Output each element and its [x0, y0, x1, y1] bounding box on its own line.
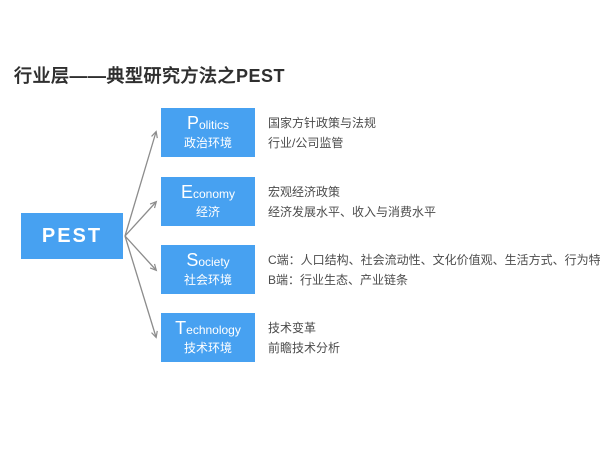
branch-en-initial: P	[186, 113, 199, 134]
description-line: 技术变革	[268, 320, 317, 335]
branch-en-rest: echnology	[186, 323, 241, 338]
description-line: 经济发展水平、收入与消费水平	[268, 204, 437, 219]
branch-en-rest: ociety	[198, 255, 230, 270]
branch-description-economy: 宏观经济政策 经济发展水平、收入与消费水平	[268, 177, 598, 226]
description-line: B端：行业生态、产业链条	[268, 272, 409, 287]
branch-en-initial: E	[180, 182, 193, 203]
branch-en-rest: olitics	[199, 118, 230, 133]
branch-description-technology: 技术变革 前瞻技术分析	[268, 313, 598, 362]
pest-root-label: PEST	[41, 224, 103, 247]
branch-en-initial: T	[175, 318, 187, 339]
description-line: 行业/公司监管	[268, 135, 344, 150]
connector-to-technology	[124, 235, 158, 339]
description-line: C端：人口结构、社会流动性、文化价值观、生活方式、行为特点	[268, 252, 600, 267]
branch-description-politics: 国家方针政策与法规 行业/公司监管	[268, 108, 598, 157]
branch-cn-name: 政治环境	[183, 136, 232, 151]
branch-cn-name: 社会环境	[183, 273, 232, 288]
description-line: 前瞻技术分析	[268, 340, 341, 355]
description-line: 国家方针政策与法规	[268, 115, 377, 130]
branch-en-initial: S	[186, 250, 199, 271]
connector-to-society	[124, 235, 158, 272]
branch-description-society: C端：人口结构、社会流动性、文化价值观、生活方式、行为特点 B端：行业生态、产业…	[268, 245, 600, 294]
pest-root-node: PEST	[21, 213, 123, 259]
page-title: 行业层——典型研究方法之PEST	[14, 66, 286, 86]
branch-cn-name: 技术环境	[183, 341, 232, 356]
branch-en-rest: conomy	[192, 187, 236, 202]
connector-to-economy	[124, 200, 158, 237]
description-line: 宏观经济政策	[268, 184, 341, 199]
connector-to-politics	[124, 130, 158, 237]
branch-cn-name: 经济	[195, 205, 220, 220]
